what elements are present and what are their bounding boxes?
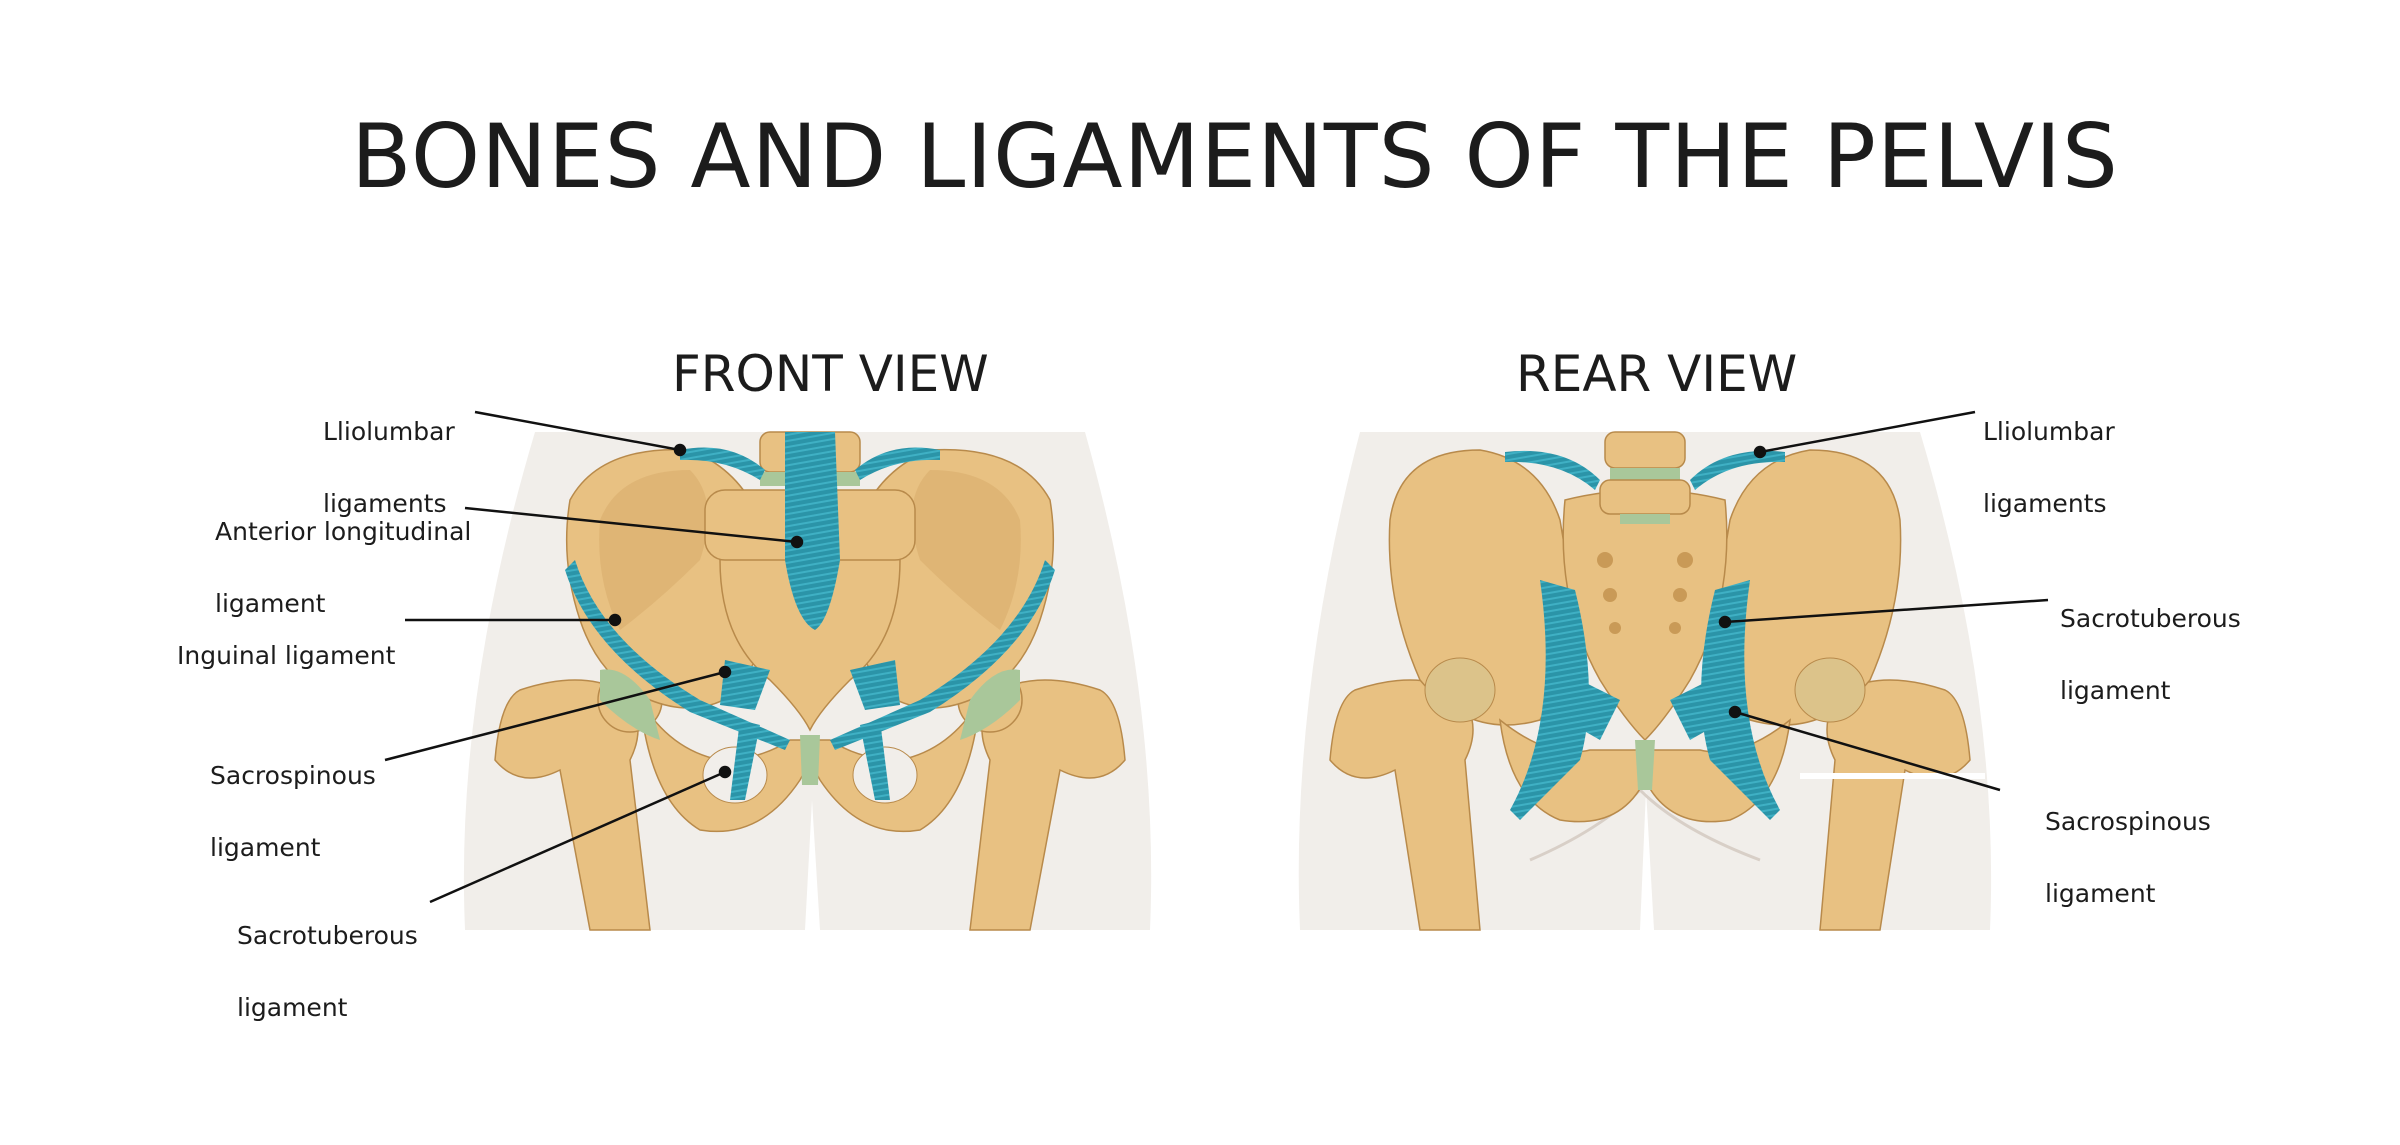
front-sacrotuberous-dot [718, 765, 732, 779]
rear-right-sacrospinous-ligament [1670, 680, 1725, 740]
front-sacrospinous-dot [718, 665, 732, 679]
rear-iliolumbar-label: Lliolumbar ligaments [1983, 417, 2115, 518]
front-iliolumbar-leader [474, 410, 681, 452]
front-left-hip-cartilage [600, 669, 660, 740]
rear-left-sacrospinous-ligament [1565, 680, 1620, 740]
front-sacrotuberous-leader [429, 770, 726, 904]
rear-sacrotuberous-leader [1724, 598, 2049, 624]
front-left-sacrospinous-ligament [720, 660, 770, 710]
rear-left-iliolumbar-ligament [1505, 450, 1600, 490]
rear-right-sacrotuberous-ligament [1701, 580, 1780, 820]
rear-iliolumbar-leader [1759, 410, 1976, 454]
rear-white-gap-bar [1800, 773, 1985, 779]
front-anterior-longitudinal-label: Anterior longitudinal ligament [215, 517, 472, 618]
front-left-inguinal-ligament [565, 560, 790, 750]
front-iliolumbar-dot [673, 443, 687, 457]
diagram-title: BONES AND LIGAMENTS OF THE PELVIS [351, 105, 2119, 208]
front-right-sacrotuberous-ligament [860, 720, 890, 800]
front-anterior-longitudinal-ligament [785, 432, 840, 630]
rear-view-illustration [1298, 410, 2049, 931]
front-right-femur [969, 679, 1126, 931]
front-left-ilium-shade [599, 470, 708, 630]
rear-iliolumbar-dot [1753, 445, 1767, 459]
rear-coccyx-cartilage [1635, 740, 1655, 790]
rear-l5-vertebra [1599, 479, 1691, 515]
rear-sacrotuberous-label: Sacrotuberous ligament [2060, 604, 2241, 705]
front-right-sacrospinous-ligament [850, 660, 900, 710]
rear-disc [1610, 468, 1680, 480]
front-inguinal-dot [608, 613, 622, 627]
rear-sacral-disc [1620, 514, 1670, 524]
rear-right-femur [1819, 679, 1971, 931]
front-sacrospinous-leader [384, 670, 726, 762]
front-anterior-longitudinal-leader [464, 506, 798, 544]
front-view-illustration [384, 410, 1152, 931]
rear-sacrotuberous-dot [1718, 615, 1732, 629]
rear-right-acetabulum [1794, 657, 1866, 723]
front-anterior-longitudinal-dot [790, 535, 804, 549]
rear-view-heading: REAR VIEW [1516, 345, 1798, 403]
rear-right-ilium [1709, 449, 1902, 726]
rear-l4-vertebra [1604, 431, 1686, 469]
front-left-sacrotuberous-ligament [730, 720, 760, 800]
rear-right-iliolumbar-ligament [1690, 450, 1785, 490]
front-pubic-symphysis [800, 735, 820, 785]
front-leg-gap [805, 800, 820, 930]
front-iliolumbar-label: Lliolumbar ligaments [323, 417, 455, 518]
front-right-inguinal-ligament [830, 560, 1055, 750]
front-right-iliolumbar-ligament [855, 447, 940, 480]
front-right-hip-cartilage [960, 669, 1020, 740]
rear-sacral-foramina [1597, 552, 1693, 634]
front-right-ilium-shade [912, 470, 1021, 630]
front-inguinal-label: Inguinal ligament [177, 641, 396, 670]
front-view-heading: FRONT VIEW [672, 345, 989, 403]
rear-left-acetabulum [1424, 657, 1496, 723]
front-sacrotuberous-label: Sacrotuberous ligament [237, 921, 418, 1022]
front-left-femur [494, 679, 651, 931]
front-sacrospinous-label: Sacrospinous ligament [210, 761, 376, 862]
rear-left-ilium [1388, 449, 1581, 726]
rear-sacrospinous-leader [1734, 710, 2001, 792]
rear-left-sacrotuberous-ligament [1510, 580, 1589, 820]
rear-sacrospinous-dot [1728, 705, 1742, 719]
rear-leg-gap [1640, 790, 1654, 930]
rear-sacrospinous-label: Sacrospinous ligament [2045, 807, 2211, 908]
front-left-iliolumbar-ligament [680, 447, 765, 480]
